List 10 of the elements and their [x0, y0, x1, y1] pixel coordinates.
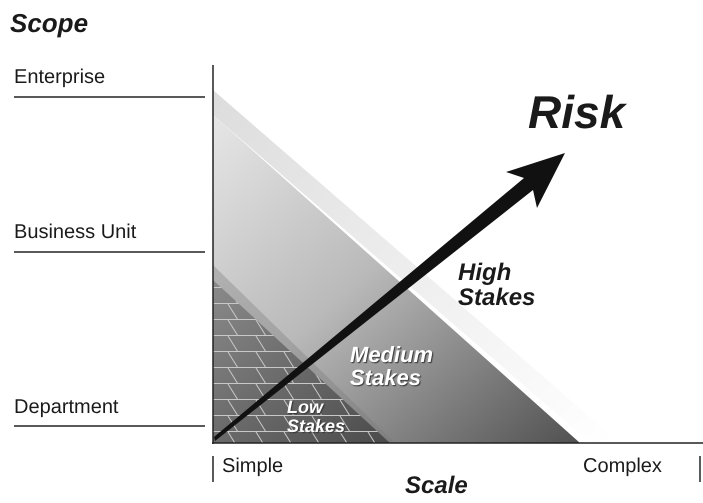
- axis-title: Scale: [405, 473, 468, 498]
- level-label: Department: [14, 397, 118, 418]
- tick-label: Simple: [222, 456, 284, 477]
- level-label: Enterprise: [14, 67, 106, 88]
- tick-label: Complex: [583, 456, 662, 477]
- zone-label: High Stakes: [458, 260, 536, 310]
- axis-title: Scope: [10, 10, 88, 38]
- risk-label: Risk: [528, 88, 626, 136]
- zone-label: Medium Stakes: [350, 343, 434, 390]
- level-label: Business Unit: [14, 222, 136, 243]
